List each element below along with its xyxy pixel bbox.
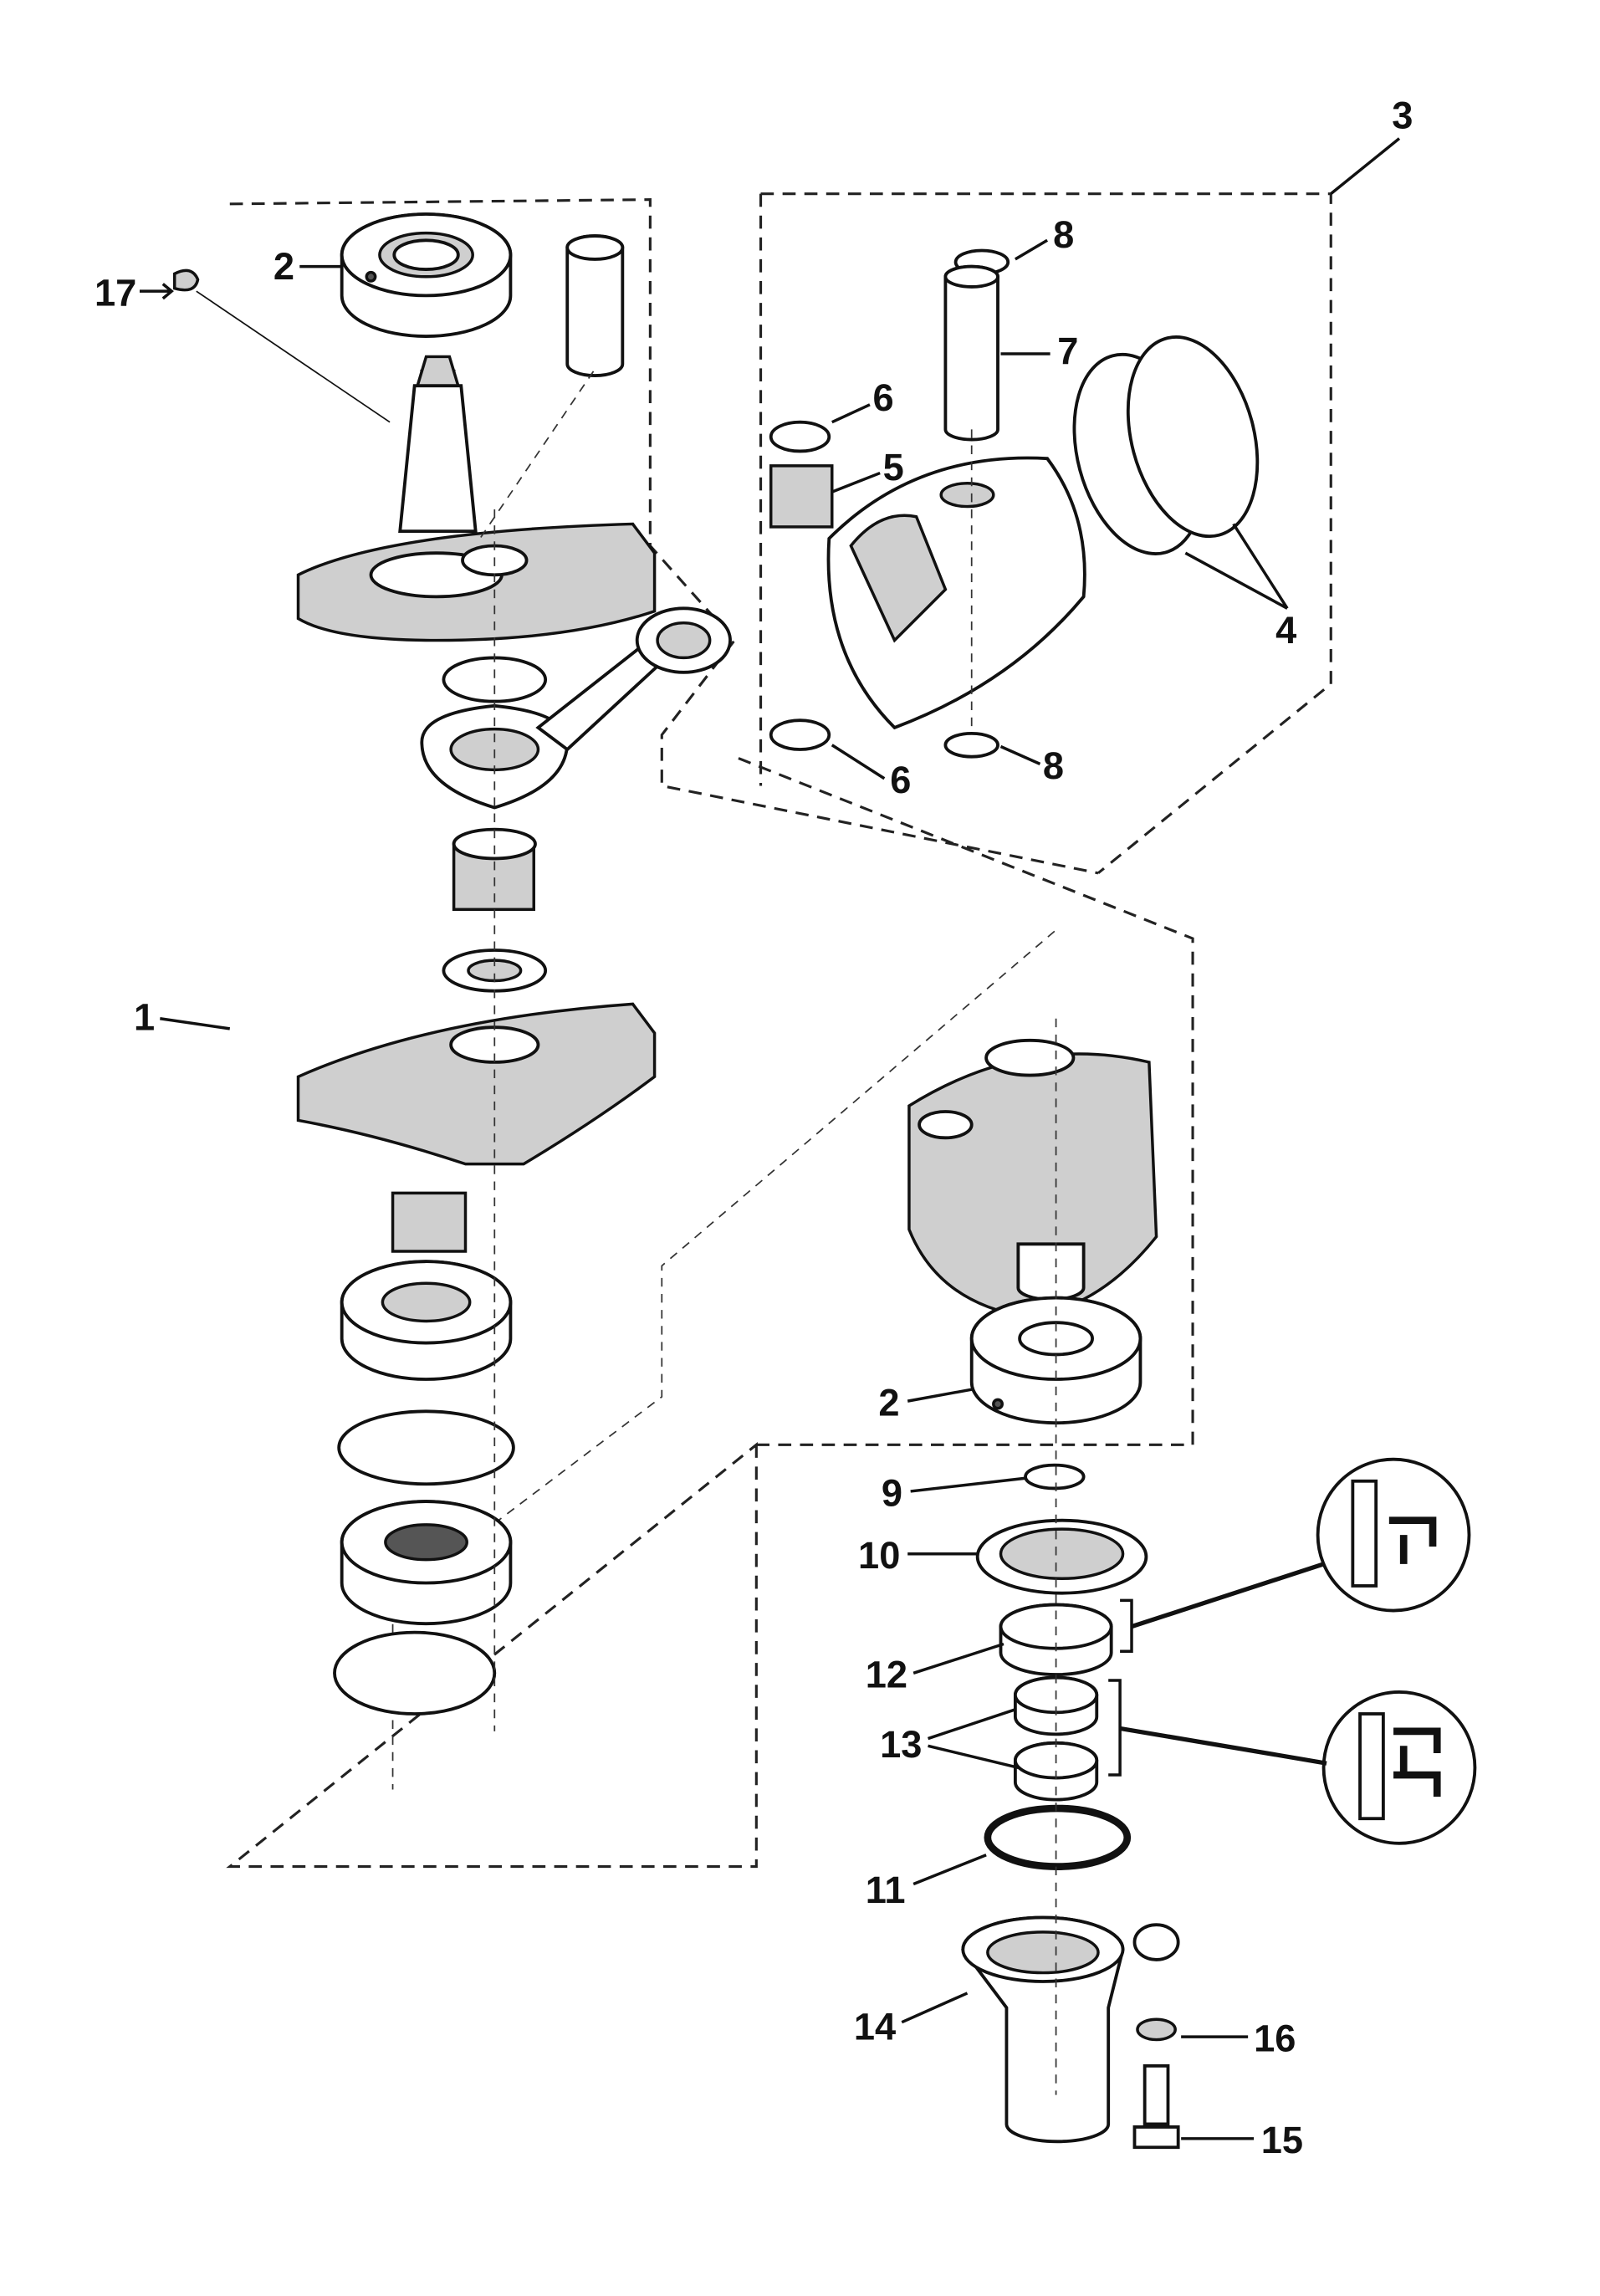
svg-text:2: 2 <box>273 245 294 288</box>
callout-17: 17 <box>95 272 391 423</box>
piston-pin-lock-ring-bottom <box>943 731 999 759</box>
callout-2-top: 2 <box>273 245 342 288</box>
svg-text:2: 2 <box>878 1381 899 1424</box>
svg-text:15: 15 <box>1261 2119 1303 2161</box>
svg-text:16: 16 <box>1254 2017 1296 2059</box>
callout-7: 7 <box>1000 330 1078 372</box>
callout-8-top: 8 <box>1015 213 1074 261</box>
callout-5: 5 <box>831 446 904 493</box>
o-ring-9 <box>1024 1463 1086 1491</box>
callout-16: 16 <box>1181 2017 1296 2059</box>
bolt-15 <box>1132 2063 1180 2150</box>
housing-14 <box>961 1915 1180 2144</box>
callout-8-bottom: 8 <box>999 744 1064 787</box>
washer-10-inner <box>999 1527 1125 1581</box>
group-box-piston <box>759 192 1332 875</box>
svg-text:10: 10 <box>858 1534 900 1577</box>
svg-text:13: 13 <box>880 1723 922 1766</box>
snap-ring <box>333 1630 497 1716</box>
piston-washer-bottom <box>769 718 831 751</box>
ball-bearing-top <box>340 212 513 338</box>
callout-6-top: 6 <box>831 376 894 424</box>
callout-3: 3 <box>1330 94 1413 196</box>
svg-text:11: 11 <box>866 1869 906 1911</box>
svg-text:5: 5 <box>883 446 904 488</box>
svg-text:6: 6 <box>890 759 911 801</box>
retaining-ring <box>337 1409 515 1486</box>
svg-text:3: 3 <box>1392 94 1413 136</box>
piston-ring-2 <box>1126 335 1260 539</box>
lower-ball-bearing <box>340 1260 513 1381</box>
bracket-12 <box>1120 1598 1133 1653</box>
upper-crankshaft <box>296 355 657 642</box>
svg-text:7: 7 <box>1057 330 1078 372</box>
lower-crankshaft <box>296 1002 657 1253</box>
svg-text:8: 8 <box>1053 213 1074 256</box>
seal-detail-upper <box>1131 1457 1471 1629</box>
callout-6-bottom: 6 <box>831 744 911 801</box>
svg-text:4: 4 <box>1275 609 1296 652</box>
callout-11: 11 <box>866 1854 987 1911</box>
callout-2-bottom: 2 <box>878 1381 973 1424</box>
seal-12 <box>999 1603 1113 1676</box>
callout-1: 1 <box>134 996 231 1039</box>
group-box-crankshaft <box>226 198 1194 1869</box>
seal-carrier <box>340 1500 513 1626</box>
callout-13: 13 <box>880 1708 1019 1770</box>
svg-text:12: 12 <box>866 1654 907 1696</box>
callout-4: 4 <box>1184 523 1296 652</box>
svg-text:17: 17 <box>95 272 136 314</box>
crank-pin <box>565 234 625 377</box>
svg-text:8: 8 <box>1043 744 1064 787</box>
o-ring-11 <box>984 1804 1132 1870</box>
svg-text:6: 6 <box>872 376 893 419</box>
callout-9: 9 <box>882 1471 1026 1514</box>
callout-10: 10 <box>858 1534 978 1577</box>
crankshaft-lower-section <box>907 1038 1158 1318</box>
bracket-13 <box>1108 1679 1122 1777</box>
svg-text:1: 1 <box>134 996 155 1039</box>
callout-15: 15 <box>1181 2119 1303 2161</box>
svg-text:9: 9 <box>882 1471 902 1514</box>
callout-14: 14 <box>854 1992 969 2048</box>
piston <box>826 456 1086 730</box>
svg-text:14: 14 <box>854 2006 896 2048</box>
piston-needle-bearing <box>769 464 834 529</box>
washer-16 <box>1136 2017 1177 2042</box>
piston-washer-top <box>769 420 831 453</box>
seal-detail-lower <box>1119 1690 1477 1845</box>
piston-pin <box>943 264 999 442</box>
alignment-lines <box>479 371 1057 2095</box>
woodruff-key <box>172 268 200 292</box>
callout-12: 12 <box>866 1642 1004 1696</box>
